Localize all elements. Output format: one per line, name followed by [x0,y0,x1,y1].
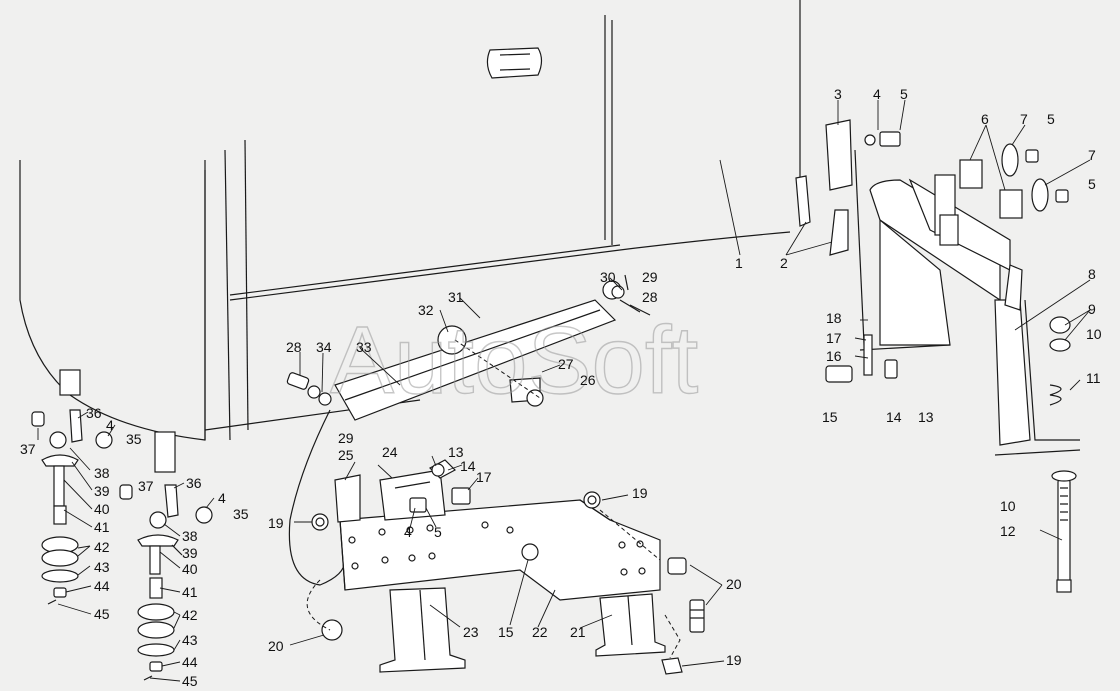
mount-assembly-left [31,409,113,605]
callout-17a: 17 [826,330,842,346]
pin-assembly [286,274,651,406]
callout-14a: 14 [886,409,902,425]
callout-41b: 41 [182,584,198,600]
callout-10b: 10 [1000,498,1016,514]
callout-42a: 42 [94,539,110,555]
callout-28a: 28 [642,289,658,305]
callout-44b: 44 [182,654,198,670]
callout-43a: 43 [94,559,110,575]
callout-4c: 4 [106,417,114,433]
callout-41a: 41 [94,519,110,535]
callout-38a: 38 [94,465,110,481]
callout-31: 31 [448,289,464,305]
callout-29a: 29 [642,269,658,285]
callout-22: 22 [532,624,548,640]
cab-body [19,0,801,473]
callout-5d: 5 [434,524,442,540]
callout-43b: 43 [182,632,198,648]
cab-tilt-arm [288,280,641,586]
callout-10a: 10 [1086,326,1102,342]
callout-14b: 14 [460,458,476,474]
callout-25: 25 [338,447,354,463]
leader-lines [37,99,1091,682]
callout-32: 32 [418,302,434,318]
callout-39b: 39 [182,545,198,561]
callout-15a: 15 [822,409,838,425]
watermark-text: AutoSoft [330,307,698,414]
callout-7a: 7 [1020,111,1028,127]
subframe [339,499,666,673]
callout-40a: 40 [94,501,110,517]
callout-42b: 42 [182,607,198,623]
callout-1: 1 [735,255,743,271]
callout-2: 2 [780,255,788,271]
callout-13b: 13 [448,444,464,460]
callout-17b: 17 [476,469,492,485]
callout-29b: 29 [338,430,354,446]
callout-18: 18 [826,310,842,326]
callout-3: 3 [834,86,842,102]
callout-labels: 1 2 3 4 5 6 7 5 7 5 8 9 10 11 10 12 18 1… [20,86,1102,689]
callout-36a: 36 [86,405,102,421]
callout-19a: 19 [268,515,284,531]
mount-assembly-right [119,484,213,681]
rear-support [795,119,1081,593]
callout-11: 11 [1086,370,1101,386]
callout-37b: 37 [138,478,154,494]
callout-20a: 20 [726,576,742,592]
callout-12: 12 [1000,523,1016,539]
callout-45a: 45 [94,606,110,622]
callout-36b: 36 [186,475,202,491]
callout-5b: 5 [1047,111,1055,127]
callout-40b: 40 [182,561,198,577]
callout-15b: 15 [498,624,514,640]
callout-27: 27 [558,356,574,372]
callout-45b: 45 [182,673,198,689]
callout-7b: 7 [1088,147,1096,163]
callout-8: 8 [1088,266,1096,282]
brackets-24-25 [334,459,471,523]
callout-13a: 13 [918,409,934,425]
callout-16: 16 [826,348,842,364]
callout-39a: 39 [94,483,110,499]
callout-19b: 19 [632,485,648,501]
callout-23: 23 [463,624,479,640]
callout-44a: 44 [94,578,110,594]
callout-24: 24 [382,444,398,460]
callout-35a: 35 [126,431,142,447]
callout-5c: 5 [1088,176,1096,192]
callout-9: 9 [1088,301,1096,317]
callout-26: 26 [580,372,596,388]
callout-21: 21 [570,624,586,640]
callout-38b: 38 [182,528,198,544]
callout-33: 33 [356,339,372,355]
callout-30: 30 [600,269,616,285]
callout-4a: 4 [873,86,881,102]
callout-34: 34 [316,339,332,355]
callout-5a: 5 [900,86,908,102]
callout-4b: 4 [404,524,412,540]
callout-6: 6 [981,111,989,127]
callout-4d: 4 [218,490,226,506]
callout-35b: 35 [233,506,249,522]
callout-37a: 37 [20,441,36,457]
callout-20b: 20 [268,638,284,654]
callout-19c: 19 [726,652,742,668]
callout-28b: 28 [286,339,302,355]
